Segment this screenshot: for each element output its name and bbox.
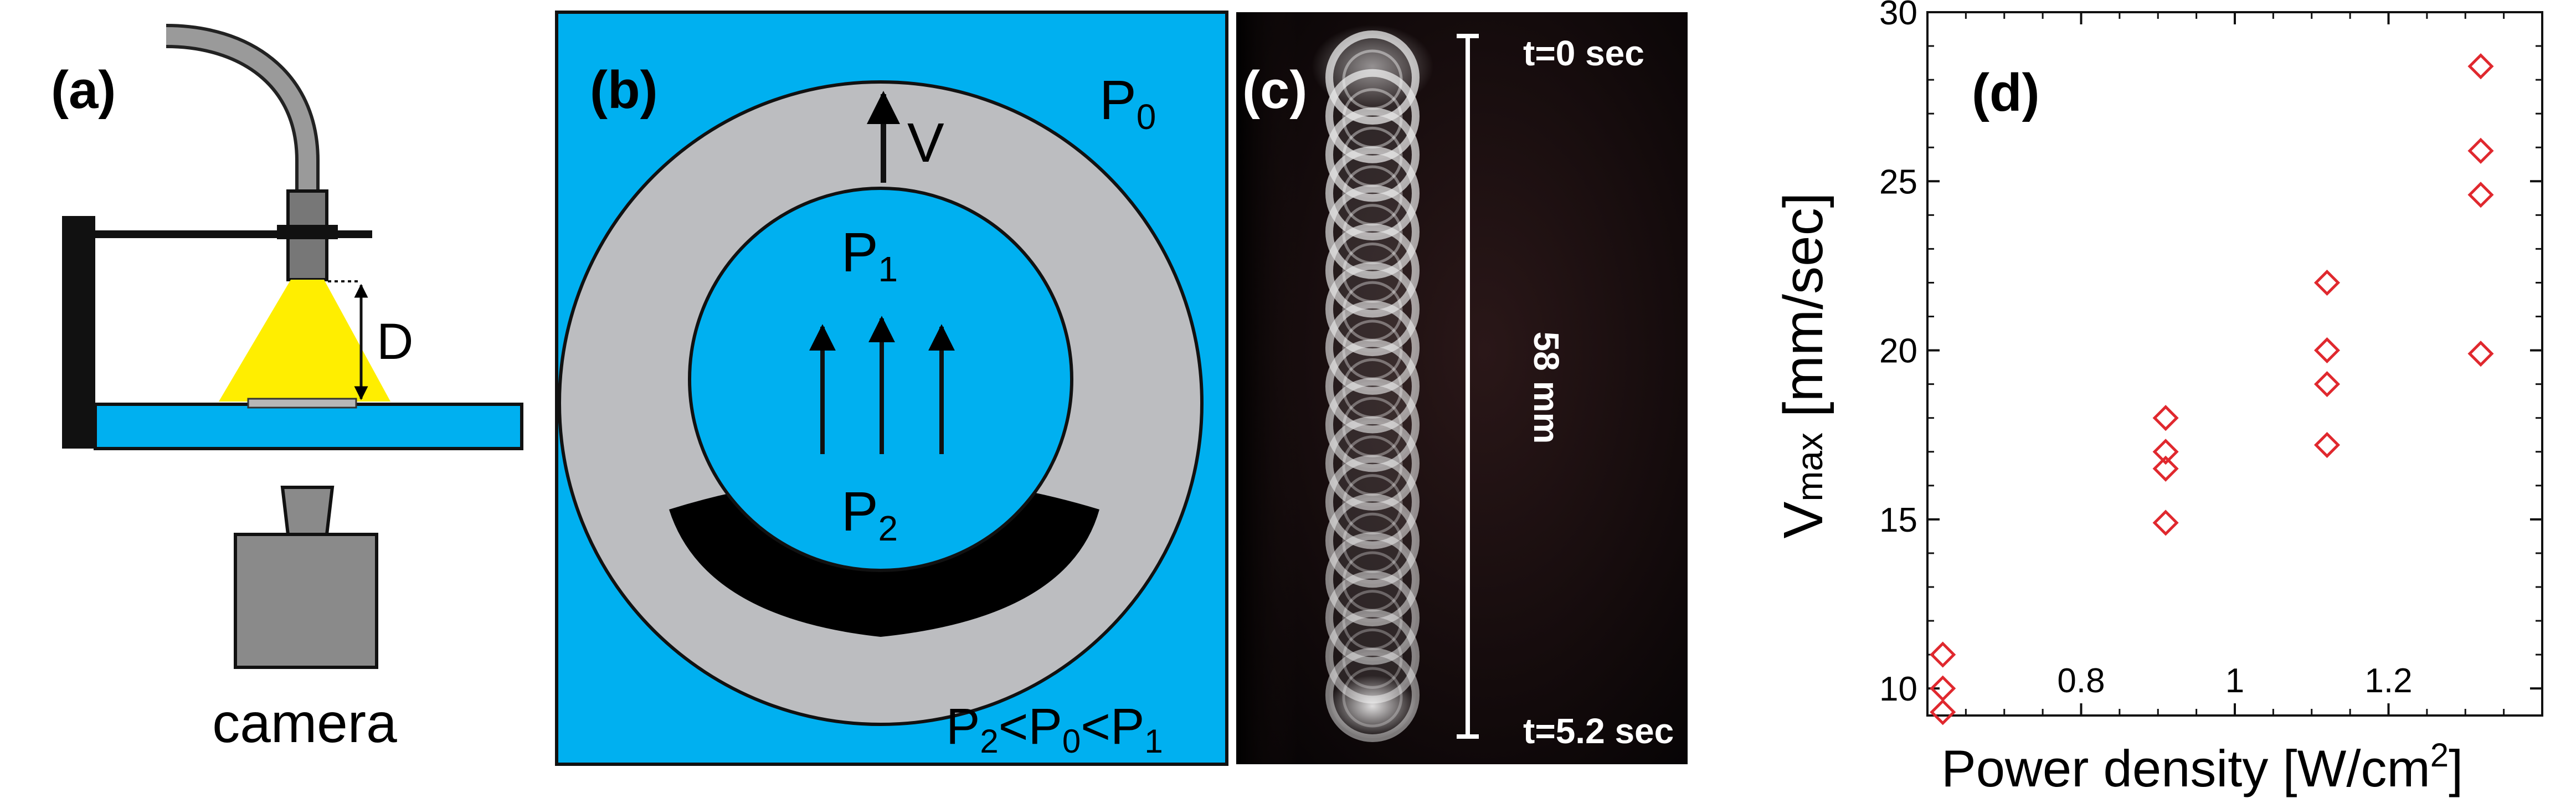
data-point [1930,699,1956,725]
time-end-label: t=5.2 sec [1523,711,1674,751]
x-tick-label: 0.8 [2057,662,2105,700]
data-point [2313,337,2341,364]
axis-ticks: 10 15 20 25 30 0.8 1 1.2 [1879,0,2543,716]
panel-c: (c) 58 mm t=0 sec t=5.2 sec [1236,12,1688,764]
panel-b-label: (b) [590,60,658,120]
disc-image [1325,300,1420,395]
p0-label: P0 [1099,69,1156,137]
disc-image [1325,262,1420,357]
panel-d-label: (d) [1972,63,2040,122]
disc-image [1325,339,1420,434]
panel-a: (a) D camera [51,24,523,754]
data-point [2313,269,2341,296]
start-glare [1312,25,1433,108]
data-point [1930,641,1956,668]
scale-distance-label: 58 mm [1526,332,1566,444]
y-axis-label: Vmax [mm/sec] [1772,193,1834,539]
data-point [2467,341,2494,367]
camera-body-icon [234,533,378,669]
data-point [2467,137,2494,164]
disc-image [1325,184,1420,279]
distance-label: D [377,313,413,370]
time-start-label: t=0 sec [1523,33,1644,73]
data-point [2152,455,2179,482]
y-tick-label: 15 [1879,501,1917,539]
velocity-label: V [907,112,944,174]
y-tick-label: 20 [1879,332,1917,370]
optical-fiber-core [166,27,316,191]
disc-image [1325,223,1420,318]
photo-left-edge [1236,12,1297,764]
panel-b: (b) P0 V P1 P2 P2<P0<P1 [555,11,1228,766]
p2-label: P2 [841,481,898,548]
data-point [2467,53,2494,80]
camera-label: camera [212,692,397,754]
data-point [2313,371,2341,398]
panel-c-label: (c) [1242,60,1307,120]
disc-image [1325,493,1420,588]
photo-background [1236,12,1688,764]
disc-trail [1312,25,1433,742]
lamp-clamp [277,225,338,239]
disc-image [1325,455,1420,549]
disc-image [1325,146,1420,241]
panel-d: 10 15 20 25 30 0.8 1 1.2 (d) Vmax [mm/sec] Powe… [1772,0,2543,797]
data-point [2152,405,2179,431]
disc-image [1325,416,1420,511]
y-tick-label: 25 [1879,163,1917,201]
panel-a-label: (a) [51,60,116,120]
disc-image [1325,570,1420,665]
disc-image [1325,532,1420,626]
camera-lens [280,486,335,536]
floating-object [247,398,357,409]
data-point [2152,439,2179,465]
light-beam [219,280,390,401]
stand-post [62,216,95,449]
y-tick-label: 30 [1879,0,1917,32]
data-point [2152,509,2179,536]
disc-image [1325,107,1420,202]
x-axis-label: Power density [W/cm2] [1941,737,2463,797]
data-point [2313,432,2341,459]
x-tick-label: 1 [2225,662,2244,700]
y-tick-label: 10 [1879,670,1917,708]
data-points [1930,53,2494,725]
x-tick-label: 1.2 [2364,662,2412,700]
p1-label: P1 [841,222,898,289]
end-glare [1328,676,1417,737]
data-point [2467,182,2494,208]
disc-image [1325,378,1420,472]
water-bath [94,403,523,450]
pressure-relation: P2<P0<P1 [946,698,1163,760]
